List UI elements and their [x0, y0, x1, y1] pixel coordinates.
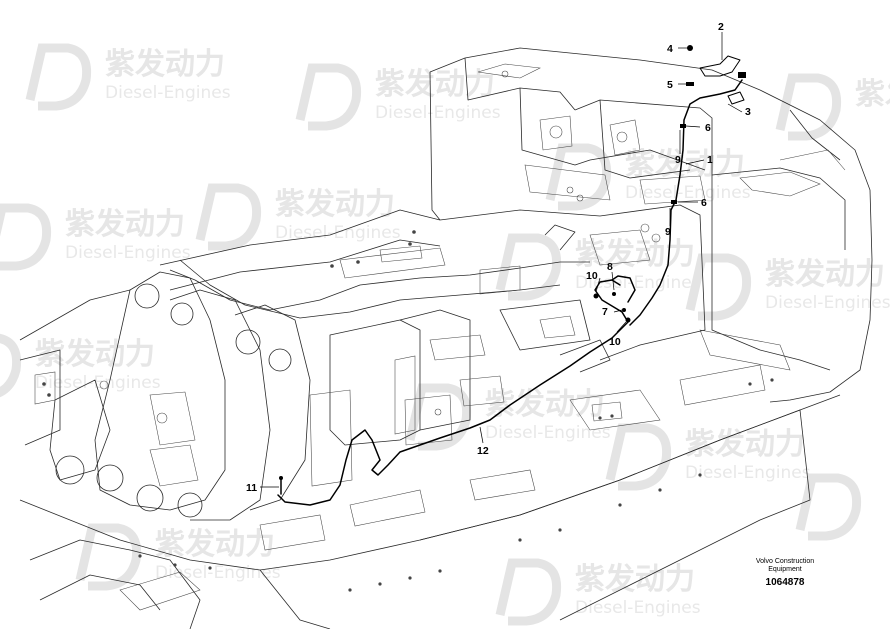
- watermark-brand-en: Diesel-Engines: [765, 293, 890, 313]
- watermark-5: 紫发动力 Diesel-Engines: [195, 183, 401, 251]
- bracket-2: [699, 55, 741, 77]
- watermark-2: 紫发动力 Diesel-Engines: [295, 63, 501, 131]
- watermark-brand-en: Diesel-Engines: [625, 183, 751, 203]
- washer-5: [686, 82, 694, 86]
- hose-1: [629, 79, 743, 326]
- watermark-10: 紫发动力 Diesel-Engines: [605, 423, 811, 491]
- watermark-11: 紫发动力 Diesel-Engines: [75, 523, 281, 591]
- callout-9b: 9: [665, 226, 671, 238]
- manufacturer-line-2: Equipment: [768, 566, 802, 573]
- watermark-logo-icon: [195, 183, 262, 251]
- connector-3: [738, 72, 746, 78]
- callout-9a: 9: [675, 154, 681, 166]
- watermark-brand-en: Diesel-Engines: [275, 223, 401, 243]
- document-number: 1064878: [765, 577, 805, 588]
- callout-4: 4: [667, 43, 673, 55]
- watermark-logo-icon: [545, 143, 612, 211]
- watermark-14: [795, 473, 862, 541]
- hose-12: [277, 279, 629, 506]
- fitting-7: [622, 308, 626, 312]
- watermark-logo-icon: [0, 203, 52, 271]
- boom-foot-left: [94, 271, 226, 511]
- callout-leaders: [260, 32, 743, 488]
- machine-frame: [19, 47, 873, 629]
- watermark-brand-cn: 紫发动力: [155, 527, 275, 562]
- watermark-12: 紫发动力 Diesel-Engines: [495, 558, 701, 626]
- watermark-brand-en: Diesel-Engines: [105, 83, 231, 103]
- watermark-brand-cn: 紫发动力: [575, 237, 695, 272]
- watermark-brand-en: Diesel-Engines: [375, 103, 501, 123]
- watermark-9: 紫发动力 Diesel-Engines: [405, 383, 611, 451]
- pin-bore-7: [136, 484, 164, 512]
- watermark-brand-en: Diesel-Engines: [575, 273, 701, 293]
- callout-11: 11: [246, 482, 257, 494]
- callout-10a: 10: [586, 270, 598, 282]
- watermark-layer: 紫发动力 Diesel-Engines 紫发动力 Diesel-Engines …: [0, 43, 890, 626]
- watermark-logo-icon: [775, 73, 842, 141]
- watermark-logo-icon: [685, 253, 752, 321]
- watermark-7: 紫发动力 Diesel-Engines: [685, 253, 890, 321]
- pin-bore-3: [235, 329, 261, 355]
- watermark-logo-icon: [295, 63, 362, 131]
- callout-7: 7: [602, 306, 608, 318]
- watermark-brand-en: Diesel-Engines: [575, 598, 701, 618]
- fitting-8: [612, 292, 616, 296]
- callout-5: 5: [667, 79, 673, 91]
- watermark-brand-cn: 紫发动力: [375, 67, 495, 102]
- pin-bore-8: [177, 492, 203, 518]
- diagram-footer: Volvo Construction Equipment 1064878: [740, 558, 830, 588]
- watermark-logo-icon: [25, 43, 92, 111]
- pin-bore-1: [134, 283, 160, 309]
- screw-10b: [625, 317, 631, 323]
- watermark-brand-cn: 紫发动力: [575, 562, 695, 597]
- pin-bore-4: [268, 348, 292, 372]
- watermark-logo-icon: [605, 423, 672, 491]
- watermark-6: 紫发动力 Diesel-Engines: [495, 233, 701, 301]
- watermark-brand-cn: 紫发动力: [485, 387, 605, 422]
- callout-10b: 10: [609, 336, 621, 348]
- watermark-brand-cn: 紫发动力: [65, 207, 185, 242]
- callout-12: 12: [477, 445, 489, 457]
- callout-2: 2: [718, 21, 724, 33]
- watermark-brand-en: Diesel-Engines: [485, 423, 611, 443]
- watermark-brand-cn: 紫发动力: [105, 47, 225, 82]
- pin-bore-2: [170, 302, 194, 326]
- callout-3: 3: [745, 106, 751, 118]
- watermark-brand-en: Diesel-Engines: [685, 463, 811, 483]
- top-cover-plate: [477, 63, 541, 79]
- watermark-logo-icon: [495, 233, 562, 301]
- watermark-brand-cn: 紫发动力: [35, 337, 155, 372]
- watermark-logo-icon: [75, 523, 142, 591]
- watermark-13: 紫发动力: [775, 73, 890, 141]
- watermark-brand-en: Diesel-Engines: [35, 373, 161, 393]
- rear-cover-plate: [739, 171, 821, 197]
- watermark-logo-icon: [0, 333, 22, 398]
- callout-1: 1: [707, 154, 713, 166]
- watermark-brand-en: Diesel-Engines: [65, 243, 191, 263]
- watermark-brand-cn: 紫发动力: [685, 427, 805, 462]
- screw-10a: [593, 293, 599, 299]
- callout-6b: 6: [701, 197, 707, 209]
- watermark-4: 紫发动力 Diesel-Engines: [0, 203, 191, 271]
- watermark-logo-icon: [795, 473, 862, 541]
- watermark-8: 紫发动力 Diesel-Engines: [0, 333, 161, 398]
- clamp-6a: [680, 124, 686, 128]
- watermark-brand-cn: 紫发动力: [855, 77, 890, 112]
- watermark-brand-cn: 紫发动力: [765, 257, 885, 292]
- watermark-logo-icon: [495, 558, 562, 626]
- watermark-brand-cn: 紫发动力: [275, 187, 395, 222]
- pin-bore-6: [96, 464, 124, 492]
- watermark-3: 紫发动力 Diesel-Engines: [545, 143, 751, 211]
- callout-6a: 6: [705, 122, 711, 134]
- clamp-6b: [671, 200, 677, 204]
- watermark-1: 紫发动力 Diesel-Engines: [25, 43, 231, 111]
- callout-labels: 2 4 5 3 6 9 1 6 9 10 8 7 10 11 12: [246, 21, 751, 494]
- manufacturer-line-1: Volvo Construction: [755, 558, 815, 565]
- callout-8: 8: [607, 261, 613, 273]
- watermark-logo-icon: [405, 383, 472, 451]
- hose-assembly: [277, 45, 746, 506]
- pin-bore-5: [55, 455, 85, 485]
